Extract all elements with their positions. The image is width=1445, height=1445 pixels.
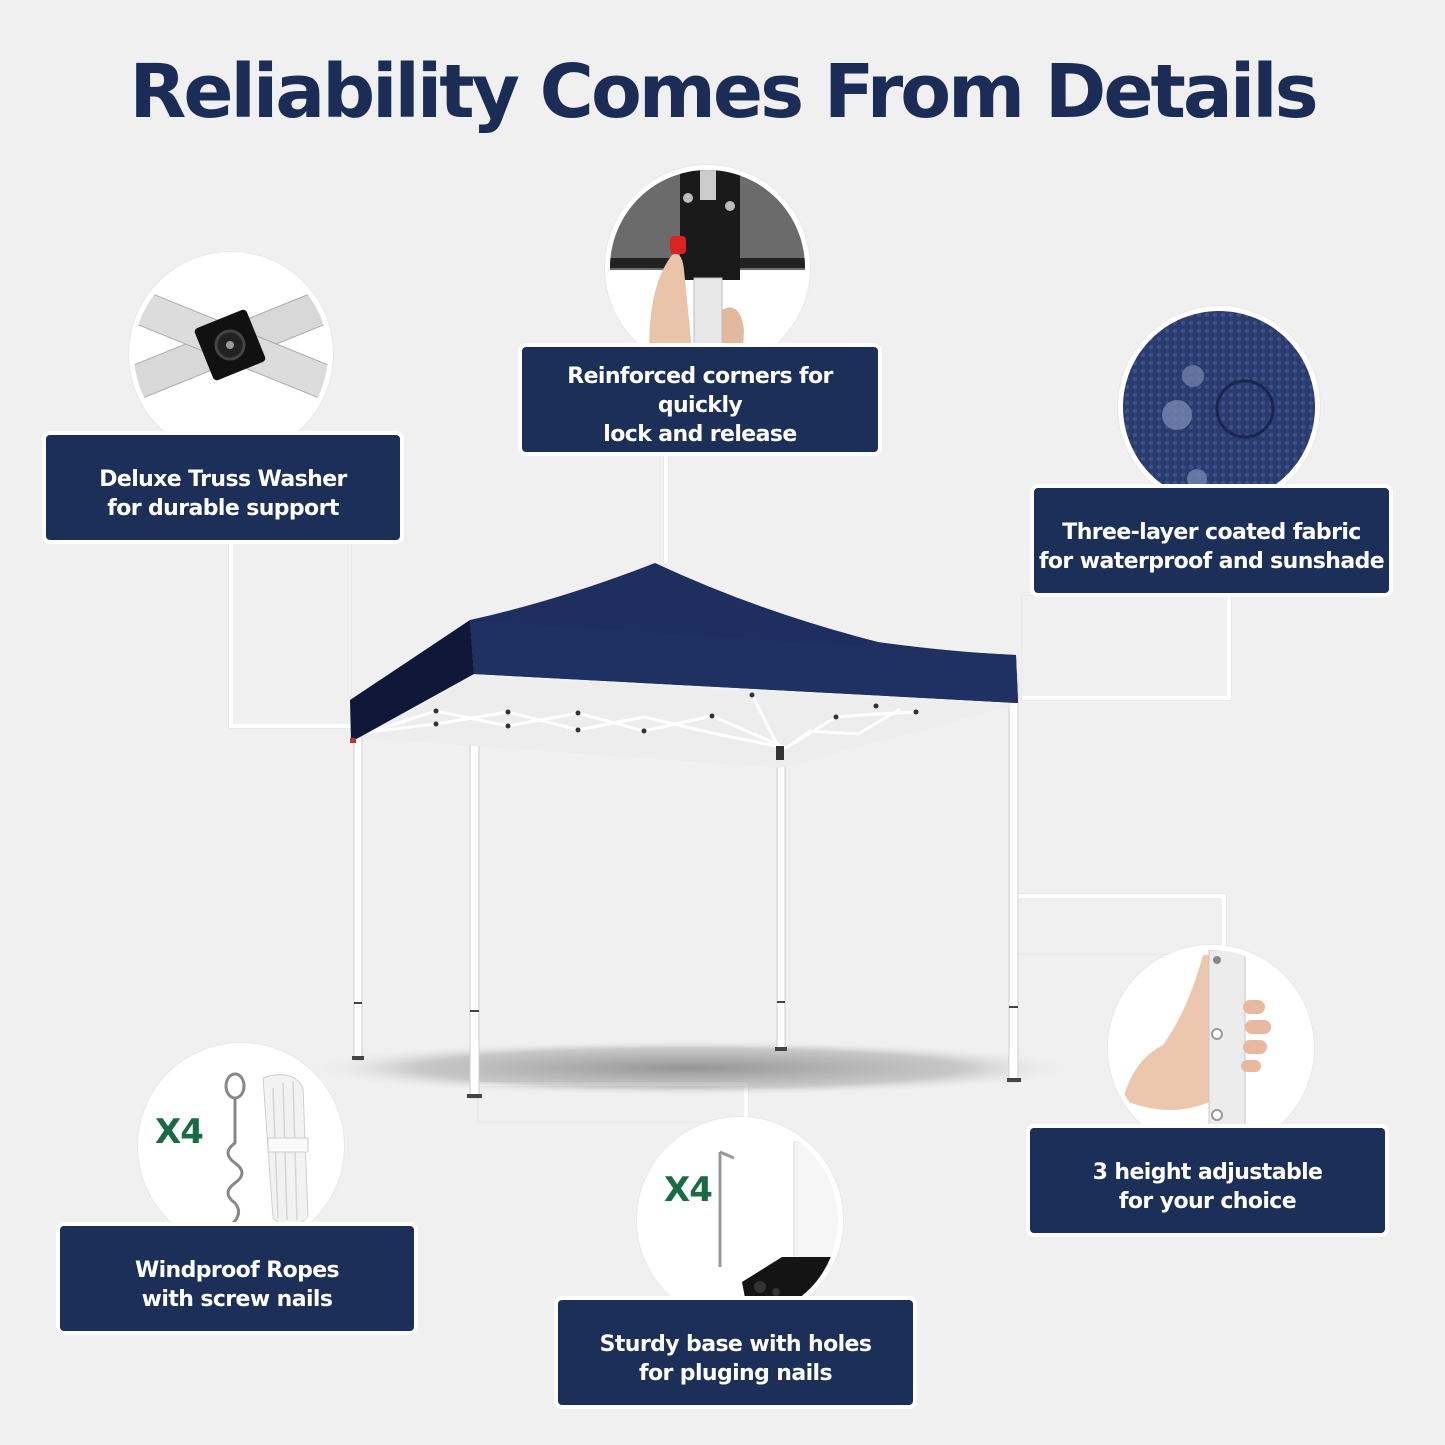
corner-lock-photo bbox=[605, 165, 810, 370]
coated-fabric-line2: for waterproof and sunshade bbox=[1038, 548, 1385, 574]
reinforced-corners-line2: lock and release bbox=[603, 422, 797, 447]
coated-fabric-line1: Three-layer coated fabric bbox=[1062, 519, 1361, 545]
reinforced-corners-line1: Reinforced corners for quickly bbox=[567, 364, 833, 418]
base-plate-icon bbox=[718, 1141, 838, 1314]
sturdy-base-line1: Sturdy base with holes bbox=[599, 1331, 872, 1357]
adjustable-leg-icon bbox=[1123, 950, 1271, 1146]
waterproof-fabric-icon bbox=[1123, 311, 1315, 503]
truss-washer-icon bbox=[134, 285, 328, 403]
ropes-quantity-badge: X4 bbox=[155, 1112, 204, 1152]
waterproof-fabric-photo bbox=[1118, 306, 1320, 508]
nails-quantity-badge: X4 bbox=[664, 1170, 713, 1210]
connector-coated-fabric bbox=[1022, 596, 1231, 700]
truss-washer-label: Deluxe Truss Washer for durable support bbox=[42, 431, 404, 544]
connector-reinforced-corners bbox=[664, 455, 668, 563]
sturdy-base-line2: for pluging nails bbox=[639, 1360, 833, 1386]
windproof-ropes-line1: Windproof Ropes bbox=[134, 1257, 340, 1283]
ropes-and-screw-nails-photo: X4 bbox=[138, 1043, 344, 1249]
truss-washer-line2: for durable support bbox=[107, 495, 339, 521]
sturdy-base-label: Sturdy base with holes for pluging nails bbox=[554, 1296, 917, 1409]
corner-lock-icon bbox=[610, 170, 805, 365]
base-plate-and-nail-photo: X4 bbox=[637, 1117, 843, 1323]
ropes-and-nails-icon bbox=[224, 1072, 309, 1226]
truss-washer-line1: Deluxe Truss Washer bbox=[99, 466, 347, 492]
page-title: Reliability Comes From Details bbox=[129, 49, 1318, 135]
adjustable-leg-photo bbox=[1108, 945, 1314, 1151]
height-adjustable-line2: for your choice bbox=[1118, 1188, 1297, 1214]
connector-height-adjustable bbox=[1018, 894, 1226, 954]
reinforced-corners-label: Reinforced corners for quickly lock and … bbox=[518, 343, 882, 456]
height-adjustable-line1: 3 height adjustable bbox=[1092, 1159, 1323, 1185]
coated-fabric-label: Three-layer coated fabric for waterproof… bbox=[1030, 484, 1393, 597]
truss-washer-photo bbox=[129, 252, 333, 456]
connector-truss-washer bbox=[229, 542, 351, 728]
windproof-ropes-line2: with screw nails bbox=[141, 1286, 333, 1312]
windproof-ropes-label: Windproof Ropes with screw nails bbox=[56, 1222, 418, 1335]
height-adjustable-label: 3 height adjustable for your choice bbox=[1026, 1124, 1389, 1237]
